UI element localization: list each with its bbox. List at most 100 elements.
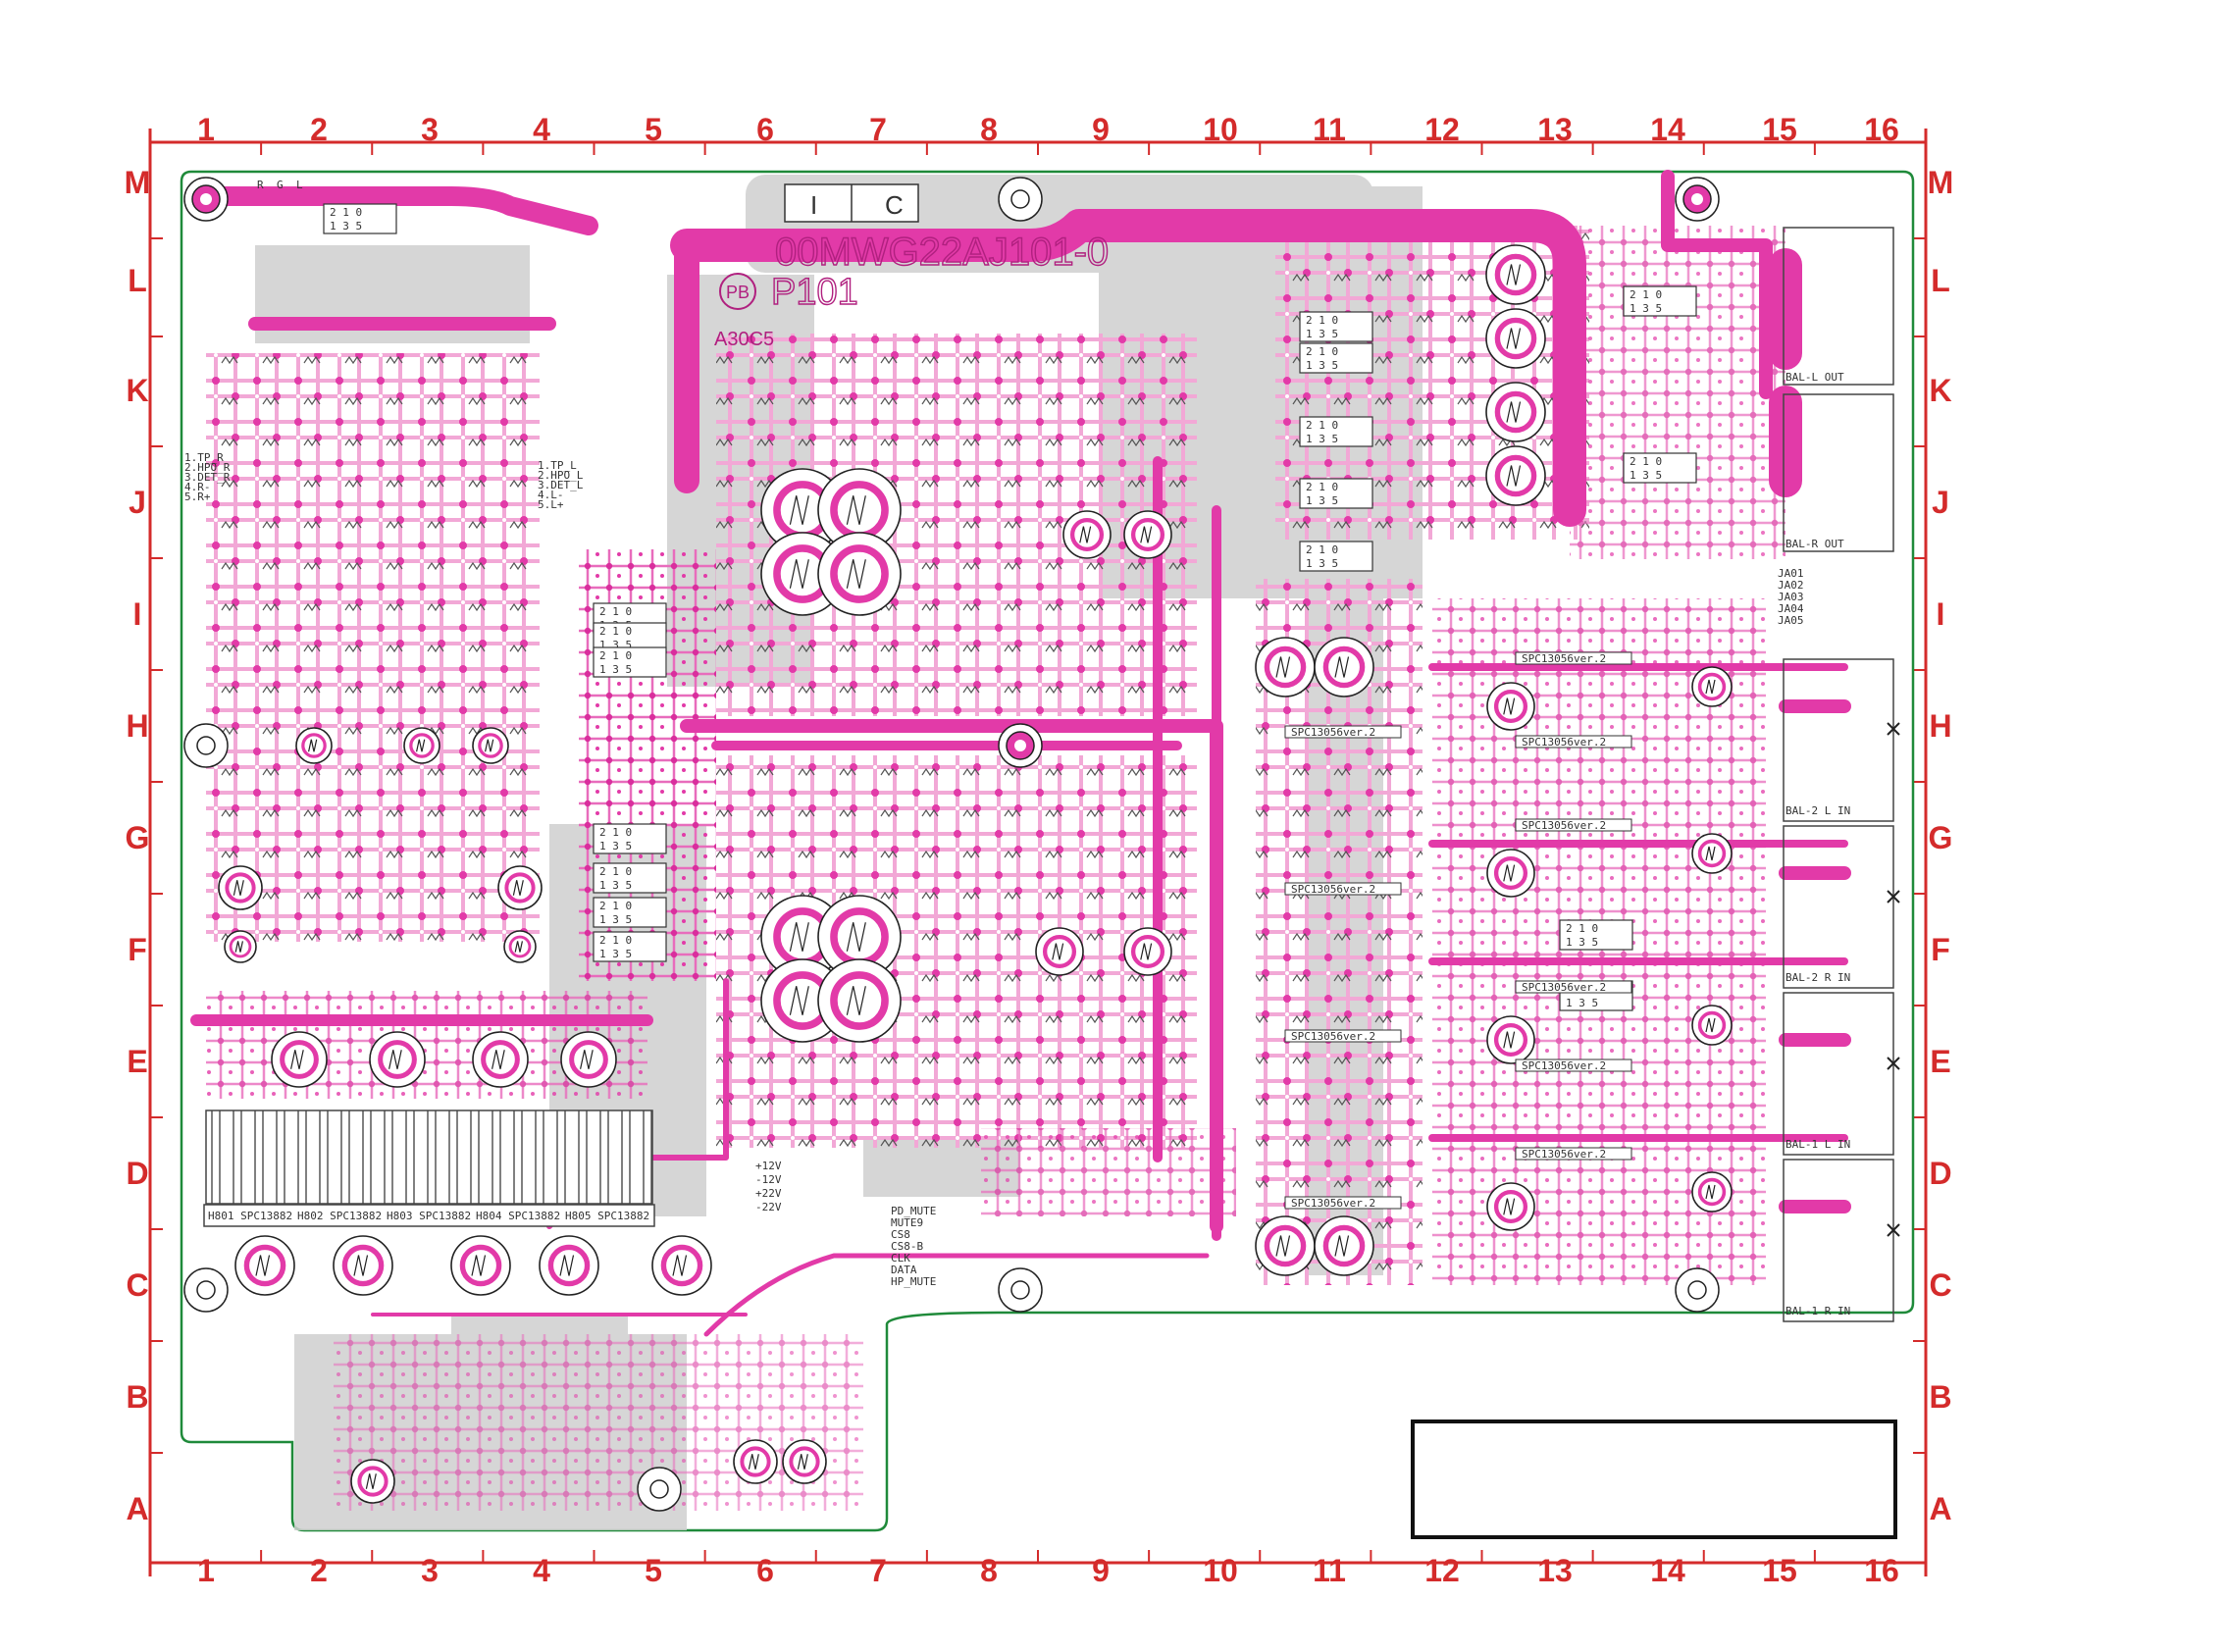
row-label-left: B	[126, 1379, 148, 1415]
ic-module	[1299, 541, 1373, 572]
label-bal2-r-in: BAL-2 R IN	[1785, 971, 1850, 984]
capacitor-pad	[243, 1244, 286, 1287]
capacitor-pad	[830, 544, 889, 603]
j101-pin-label: 1.TP_R	[184, 451, 224, 464]
control-pin-label: DATA	[891, 1264, 917, 1276]
capacitor-pad	[504, 872, 536, 903]
column-label-bottom: 10	[1203, 1553, 1238, 1588]
capacitor-pad	[1042, 934, 1077, 969]
mounting-hole	[183, 723, 229, 768]
row-label-right: J	[1932, 485, 1949, 520]
row-label-left: L	[128, 263, 147, 298]
spc-module	[1515, 818, 1632, 832]
ic-module-pins: 1 3 5	[599, 913, 632, 926]
ic-module-label: 2 1 0	[1306, 314, 1338, 327]
ic-module-pins: 1 3 5	[1630, 469, 1662, 482]
ic-module-label: 2 1 0	[599, 826, 632, 839]
capacitor-marking	[789, 922, 809, 952]
mounting-hole-pad	[1687, 1280, 1707, 1300]
ic-module-label: 2 1 0	[599, 625, 632, 638]
mounting-holes	[183, 177, 1720, 1512]
ic-module	[1623, 452, 1697, 484]
spc-module	[1284, 1029, 1402, 1043]
hp-header-pin: L	[296, 179, 303, 191]
capacitor-marking	[416, 739, 426, 752]
ic-module	[1623, 285, 1697, 317]
column-label-bottom: 11	[1313, 1553, 1346, 1588]
row-label-right: I	[1937, 596, 1945, 632]
column-label-bottom: 9	[1092, 1553, 1110, 1588]
capacitor-pad	[409, 733, 435, 758]
ic-module-pins: 1 3 5	[1306, 328, 1338, 340]
ic-module-label: 2 1 0	[599, 900, 632, 912]
row-label-right: L	[1931, 263, 1950, 298]
ic-module-pins: 1 3 5	[1306, 557, 1338, 570]
capacitor-pad	[357, 1466, 388, 1497]
column-label-bottom: 13	[1537, 1553, 1573, 1588]
ic-module	[593, 897, 667, 928]
capacitor-pad	[1322, 645, 1366, 689]
capacitor-marking	[255, 1255, 271, 1276]
row-label-left: K	[126, 373, 148, 408]
column-label-top: 2	[310, 112, 328, 147]
column-label-bottom: 12	[1424, 1553, 1460, 1588]
ic-module-pins: 1 3 5	[599, 948, 632, 960]
row-label-left: D	[126, 1156, 148, 1191]
silk-ic-box	[784, 183, 919, 223]
capacitor-marking	[1506, 401, 1522, 423]
heatsink-label: H801 SPC13882	[208, 1210, 292, 1222]
control-pin-label: PD_MUTE	[891, 1205, 936, 1217]
ref-jack-label: JA03	[1778, 591, 1804, 603]
column-label-bottom: 14	[1650, 1553, 1685, 1588]
capacitor-pad	[789, 1446, 820, 1477]
connector-pin-lists: 1.TP_R2.HPO_R3.DET_R4.R-5.R+1.TP_L2.HPO_…	[184, 179, 1804, 1288]
label-bal1-l-in: BAL-1 L IN	[1785, 1138, 1850, 1151]
ic-module-label: 2 1 0	[599, 865, 632, 878]
spc-module-label: SPC13056ver.2	[1291, 883, 1375, 896]
column-label-bottom: 4	[533, 1553, 550, 1588]
capacitor-pad	[740, 1446, 771, 1477]
ic-module	[1299, 416, 1373, 447]
capacitor-marking	[1506, 328, 1522, 349]
capacitor-marking	[1705, 679, 1716, 695]
hp-header-pin: R	[257, 179, 264, 191]
ref-jack-label: JA02	[1778, 579, 1804, 592]
column-label-bottom: 16	[1864, 1553, 1899, 1588]
silk-ic-letter-c: C	[885, 190, 904, 220]
capacitor-marking	[789, 495, 809, 525]
row-label-right: K	[1929, 373, 1951, 408]
ic-module	[1559, 919, 1633, 951]
column-label-bottom: 8	[980, 1553, 998, 1588]
capacitor-marking	[1275, 656, 1291, 678]
ic-module-pins: 1 3 5	[330, 220, 362, 232]
capacitor-pad	[1130, 934, 1165, 969]
capacitor-marking	[1503, 864, 1516, 882]
capacitor-marking	[485, 739, 494, 752]
spc-module	[1515, 735, 1632, 749]
capacitor-marking	[1705, 1184, 1716, 1200]
row-label-right: B	[1929, 1379, 1951, 1415]
column-label-top: 14	[1650, 112, 1685, 147]
capacitor-marking	[846, 922, 866, 952]
capacitor-pad	[1322, 1224, 1366, 1267]
capacitor-marking	[1503, 1198, 1516, 1215]
capacitor-pad	[1264, 1224, 1307, 1267]
board-name: P101	[771, 272, 858, 313]
column-label-top: 11	[1313, 112, 1346, 147]
j103-pin-label: 3.DET_L	[538, 479, 584, 491]
capacitor-marking	[492, 1050, 505, 1069]
row-label-right: F	[1931, 932, 1950, 967]
capacitor-marking	[1079, 526, 1092, 543]
ic-module-pins: 1 3 5	[1566, 936, 1598, 949]
row-label-left: G	[126, 820, 150, 855]
ic-module-label: 2 1 0	[1306, 419, 1338, 432]
power-pin-label: +22V	[755, 1187, 782, 1200]
ref-jack-label: JA04	[1778, 602, 1804, 615]
heatsink-label: H804 SPC13882	[476, 1210, 560, 1222]
label-bal-r-out: BAL-R OUT	[1785, 538, 1844, 550]
spc-module-label: SPC13056ver.2	[1522, 1148, 1606, 1161]
capacitor-marking	[388, 1050, 402, 1069]
mounting-hole-drill	[1691, 193, 1703, 205]
